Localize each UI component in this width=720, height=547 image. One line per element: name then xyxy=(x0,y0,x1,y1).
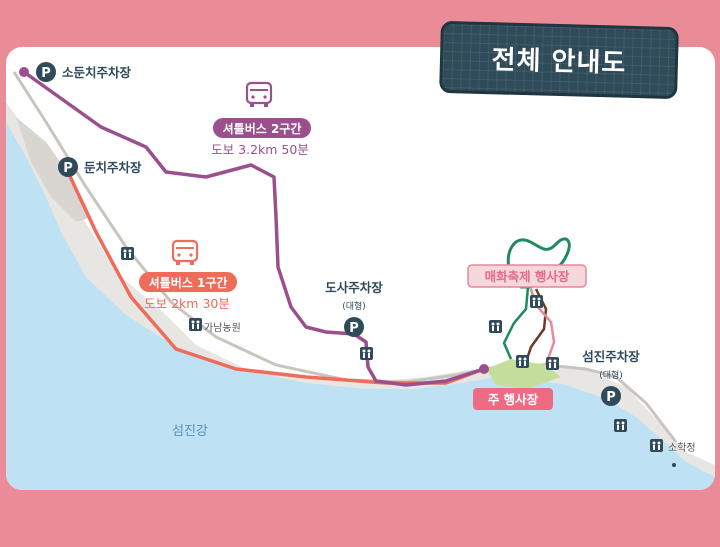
restroom-icon xyxy=(546,357,559,370)
page-title: 전체 안내도 xyxy=(491,45,627,79)
shuttle-2-label: 셔틀버스 2구간 도보 3.2km 50분 xyxy=(211,118,311,157)
riverside-road xyxy=(12,71,547,384)
restroom-icon xyxy=(121,247,134,260)
parking-icon: P xyxy=(41,66,51,81)
main-venue-area xyxy=(486,359,561,389)
bus-icon xyxy=(171,239,199,265)
restroom-icon xyxy=(530,295,543,308)
shuttle-2-name: 셔틀버스 2구간 xyxy=(223,121,302,136)
shuttle-1-walk: 도보 2km 30분 xyxy=(144,296,230,311)
parking-marker-sodun[interactable]: P 소둔치주차장 xyxy=(36,62,132,82)
sohakjeong-label: 소학정 xyxy=(668,442,696,454)
river-label: 섬진강 xyxy=(172,424,208,439)
restroom-icon xyxy=(516,355,529,368)
parking-marker-dosa[interactable]: 도사주차장 (대형) P xyxy=(325,280,383,337)
parking-icon: P xyxy=(349,321,359,336)
parking-label-sodun: 소둔치주차장 xyxy=(62,65,132,80)
title-box: 전체 안내도 xyxy=(442,23,676,97)
shuttle-2-walk: 도보 3.2km 50분 xyxy=(211,142,309,157)
restroom-icon xyxy=(489,320,502,333)
east-road xyxy=(545,363,678,443)
parking-sub-seomjin: (대형) xyxy=(599,370,623,381)
restroom-icon xyxy=(650,439,663,452)
parking-sub-dosa: (대형) xyxy=(342,301,366,312)
restroom-icon xyxy=(360,347,373,360)
sohakjeong-dot xyxy=(672,463,676,467)
shuttle-1-label: 셔틀버스 1구간 도보 2km 30분 xyxy=(139,272,237,311)
main-venue-text: 주 행사장 xyxy=(488,392,539,407)
festival-venue-text: 매화축제 행사장 xyxy=(485,269,570,284)
parking-label-dosa: 도사주차장 xyxy=(325,280,383,295)
restroom-icon xyxy=(189,318,202,331)
main-venue-label[interactable]: 주 행사장 xyxy=(473,388,553,410)
bus-icon xyxy=(245,81,273,107)
restroom-icon xyxy=(614,419,627,432)
farm-label: 가남농원 xyxy=(204,322,241,334)
parking-marker-dun[interactable]: P 둔치주차장 xyxy=(58,157,142,177)
shuttle-1-name: 셔틀버스 1구간 xyxy=(149,275,228,290)
parking-label-dun: 둔치주차장 xyxy=(84,160,142,175)
parking-label-seomjin: 섬진주차장 xyxy=(582,349,640,364)
parking-icon: P xyxy=(606,390,616,405)
trail-green-down xyxy=(502,286,530,360)
sandbar xyxy=(16,117,91,222)
shuttle-2-start-dot xyxy=(19,67,29,77)
festival-venue-label[interactable]: 매화축제 행사장 xyxy=(467,264,587,288)
map-canvas: P 소둔치주차장 P 둔치주차장 도사주차장 (대형) P 섬진주차장 (대형)… xyxy=(6,62,715,490)
map-card: P 소둔치주차장 P 둔치주차장 도사주차장 (대형) P 섬진주차장 (대형)… xyxy=(6,47,715,490)
main-venue-dot xyxy=(479,364,489,374)
parking-icon: P xyxy=(63,161,73,176)
parking-marker-seomjin[interactable]: 섬진주차장 (대형) P xyxy=(582,349,640,406)
shuttle-2-route xyxy=(22,70,485,387)
